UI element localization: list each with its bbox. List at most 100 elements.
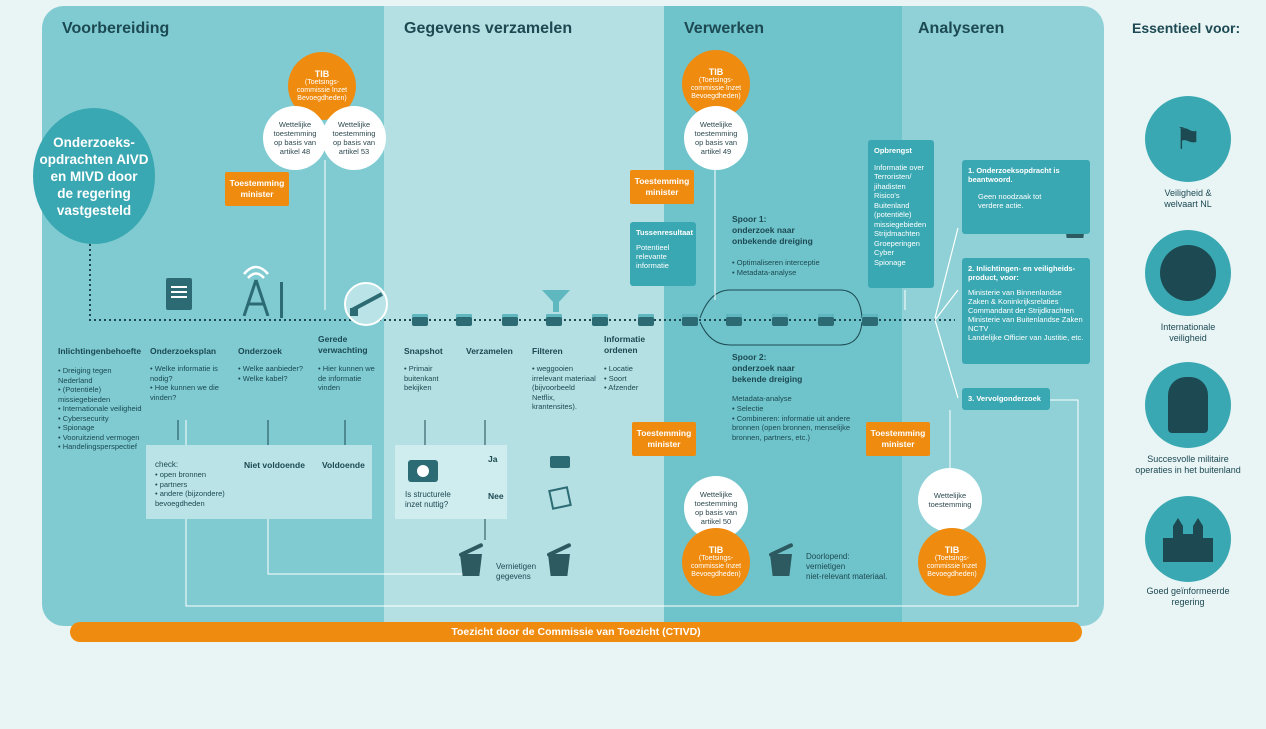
list-item: Terroristen/ jihadisten bbox=[874, 172, 912, 191]
list-item: Cybersecurity bbox=[58, 414, 148, 424]
wettelijk-53-circle: Wettelijke toestemming op basis van arti… bbox=[322, 106, 386, 170]
list-item: Welke kabel? bbox=[238, 374, 314, 384]
data-packet bbox=[592, 314, 608, 326]
funnel-icon bbox=[542, 290, 570, 312]
ond-list: Welke aanbieder? Welke kabel? bbox=[238, 364, 314, 383]
list-item: Groeperingen bbox=[874, 238, 920, 248]
result-2-box: 2. Inlichtingen- en veiligheids- product… bbox=[962, 258, 1090, 364]
trash-bin-icon bbox=[768, 542, 794, 576]
essential-label: Goed geïnformeerde regering bbox=[1146, 586, 1230, 607]
router-icon bbox=[550, 456, 570, 468]
list-item: open bronnen bbox=[155, 470, 245, 480]
list-item: Welke informatie is nodig? bbox=[150, 364, 226, 383]
section-title: Analyseren bbox=[918, 20, 1005, 37]
antenna-icon bbox=[236, 260, 276, 317]
data-packet bbox=[818, 314, 834, 326]
list-item: Locatie bbox=[604, 364, 660, 374]
data-packet bbox=[726, 314, 742, 326]
newspaper-icon bbox=[548, 486, 572, 510]
list-item: (Potentiële) missiegebieden bbox=[58, 385, 148, 404]
step-verzamelen: Verzamelen bbox=[466, 346, 513, 356]
vernietigen-label: Vernietigen gegevens bbox=[496, 562, 537, 581]
structureel-box bbox=[395, 445, 507, 519]
wettelijk-circle: Wettelijke toestemming bbox=[918, 468, 982, 532]
list-item: partners bbox=[155, 480, 245, 490]
step-informatie-ordenen: Informatie ordenen bbox=[604, 334, 646, 355]
trash-bin-icon bbox=[546, 542, 572, 576]
niet-voldoende-label: Niet voldoende bbox=[244, 460, 305, 470]
nee-label: Nee bbox=[488, 491, 504, 501]
spoor1-title: Spoor 1: onderzoek naar onbekende dreigi… bbox=[732, 214, 813, 246]
data-packet bbox=[772, 314, 788, 326]
spoor2-intro: Metadata-analyse bbox=[732, 394, 792, 403]
plan-list: Welke informatie is nodig? Hoe kunnen we… bbox=[150, 364, 226, 402]
step-filteren: Filteren bbox=[532, 346, 563, 356]
spoor2-title: Spoor 2: onderzoek naar bekende dreiging bbox=[732, 352, 803, 384]
result-1-box: 1. Onderzoeksopdracht is beantwoord. Gee… bbox=[962, 160, 1090, 234]
inl-list: Dreiging tegen Nederland (Potentiële) mi… bbox=[58, 366, 148, 452]
opbrengst-intro: Informatie over bbox=[874, 163, 925, 172]
list-item: Landelijke Officier van Justitie, etc. bbox=[968, 333, 1084, 342]
result-3-box: 3. Vervolgonderzoek bbox=[962, 388, 1050, 410]
wettelijk-49-circle: Wettelijke toestemming op basis van arti… bbox=[684, 106, 748, 170]
list-item: Internationale veiligheid bbox=[58, 404, 148, 414]
check-title: check: bbox=[155, 460, 179, 469]
toestemming-minister-box: Toestemming minister bbox=[630, 170, 694, 204]
essential-label: Internationale veiligheid bbox=[1160, 322, 1216, 343]
list-item: Ministerie van Binnenlandse Zaken & Koni… bbox=[968, 288, 1062, 306]
data-packet bbox=[456, 314, 472, 326]
data-packet bbox=[546, 314, 562, 326]
list-item: Buitenland bbox=[874, 200, 910, 210]
list-item: Optimaliseren interceptie bbox=[732, 258, 842, 268]
list-item: weggooien irrelevant materiaal (bijvoorb… bbox=[532, 364, 596, 412]
list-item: Afzender bbox=[604, 383, 660, 393]
list-item: Combineren: informatie uit andere bronne… bbox=[732, 414, 864, 443]
tib-circle: TIB(Toetsings- commissie Inzet Bevoegdhe… bbox=[918, 528, 986, 596]
panel-gegevens-verzamelen: Gegevens verzamelen bbox=[384, 6, 664, 626]
parliament-building-icon bbox=[1145, 496, 1231, 582]
list-item: (potentiële) missiegebieden bbox=[874, 210, 927, 229]
essential-title: Essentieel voor: bbox=[1132, 20, 1241, 36]
document-icon bbox=[166, 278, 192, 310]
list-item: NCTV bbox=[968, 324, 989, 333]
snap-list: Primair buitenkant bekijken bbox=[404, 364, 456, 393]
list-item: Hoe kunnen we die vinden? bbox=[150, 383, 226, 402]
info-list: Locatie Soort Afzender bbox=[604, 364, 660, 393]
section-title: Gegevens verzamelen bbox=[404, 20, 573, 37]
flags-map-icon: ⚑ bbox=[1145, 96, 1231, 182]
list-item: Soort bbox=[604, 374, 660, 384]
voldoende-label: Voldoende bbox=[322, 460, 365, 470]
filt-list: weggooien irrelevant materiaal (bijvoorb… bbox=[532, 364, 596, 412]
essential-label: Veiligheid & welvaart NL bbox=[1164, 188, 1212, 209]
doorlopend-label: Doorlopend: vernietigen niet-relevant ma… bbox=[806, 552, 888, 581]
tib-circle: TIB(Toetsings- commissie Inzet Bevoegdhe… bbox=[682, 528, 750, 596]
list-item: Spionage bbox=[58, 423, 148, 433]
globe-icon bbox=[1145, 230, 1231, 316]
list-item: Spionage bbox=[874, 257, 906, 267]
step-snapshot: Snapshot bbox=[404, 346, 443, 356]
data-packet bbox=[682, 314, 698, 326]
essential-label: Succesvolle militaire operaties in het b… bbox=[1135, 454, 1241, 475]
gate-icon bbox=[344, 282, 388, 326]
start-circle: Onderzoeks- opdrachten AIVD en MIVD door… bbox=[33, 108, 155, 244]
list-item: andere (bijzondere) bevoegdheden bbox=[155, 489, 245, 508]
toestemming-minister-box: Toestemming minister bbox=[632, 422, 696, 456]
step-inlichtingenbehoefte: Inlichtingenbehoefte bbox=[58, 346, 142, 356]
section-title: Voorbereiding bbox=[62, 20, 170, 37]
ger-list: Hier kunnen we de informatie vinden bbox=[318, 364, 380, 393]
wettelijk-48-circle: Wettelijke toestemming op basis van arti… bbox=[263, 106, 327, 170]
toestemming-minister-box: Toestemming minister bbox=[866, 422, 930, 456]
spoor2-list: Selectie Combineren: informatie uit ande… bbox=[732, 404, 864, 442]
opbrengst-box: Opbrengst Informatie over Terroristen/ j… bbox=[868, 140, 934, 288]
list-item: Cyber bbox=[874, 248, 895, 257]
step-onderzoek: Onderzoek bbox=[238, 346, 282, 356]
list-item: Metadata-analyse bbox=[732, 268, 842, 278]
toestemming-minister-box: Toestemming minister bbox=[225, 172, 289, 206]
opbrengst-list: Terroristen/ jihadisten Risico's Buitenl… bbox=[874, 172, 928, 267]
ctivd-footer-bar: Toezicht door de Commissie van Toezicht … bbox=[70, 622, 1082, 642]
list-item: Commandant der Strijdkrachten bbox=[968, 306, 1074, 315]
ja-label: Ja bbox=[488, 454, 498, 464]
soldier-icon bbox=[1145, 362, 1231, 448]
